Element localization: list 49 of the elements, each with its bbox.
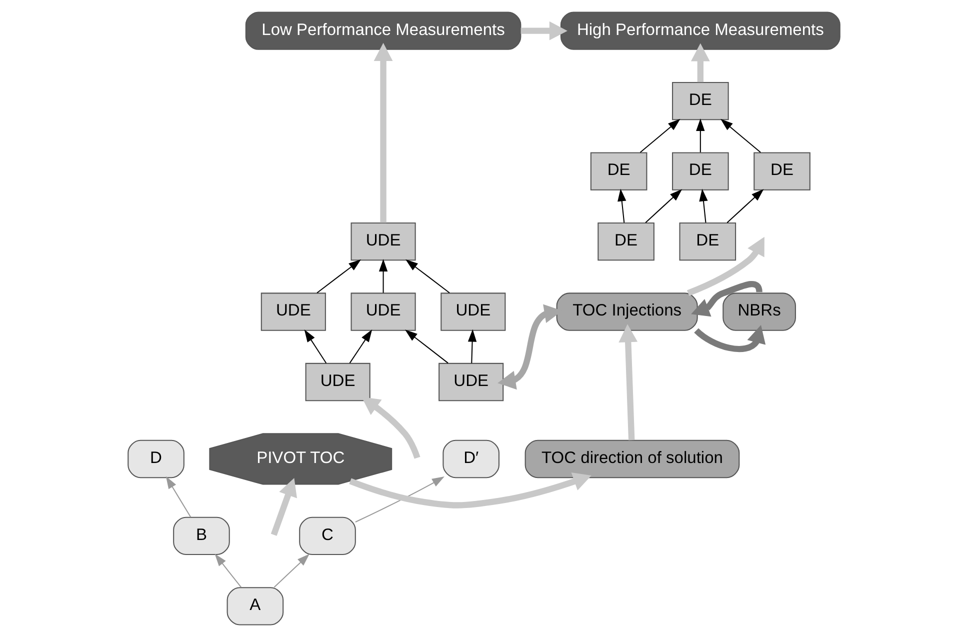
node-box: UDE — [350, 222, 416, 261]
node-box: TOC Injections — [556, 292, 698, 331]
arrow — [214, 554, 241, 588]
arrow — [467, 329, 476, 364]
arrow — [726, 189, 764, 223]
arrow — [361, 396, 420, 459]
arrow — [316, 259, 361, 294]
node-box: UDE — [260, 292, 326, 331]
arrow — [348, 330, 372, 364]
node-box: D′ — [442, 440, 499, 478]
arrow — [348, 472, 591, 508]
arrow — [165, 476, 191, 518]
arrow — [404, 330, 448, 364]
node-box: C — [298, 516, 356, 556]
arrow — [644, 189, 682, 223]
node-box: Low Performance Measurements — [244, 12, 521, 50]
arrow — [617, 188, 626, 223]
arrow — [270, 478, 296, 536]
node-box: TOC direction of solution — [524, 440, 740, 478]
arrow — [696, 118, 704, 152]
arrow — [698, 188, 708, 223]
node-box: A — [226, 587, 284, 626]
node-box: UDE — [440, 292, 506, 331]
node-box: DE — [678, 222, 736, 261]
node-box: D — [127, 440, 184, 478]
arrow — [378, 259, 388, 293]
arrow — [694, 324, 766, 352]
node-box: UDE — [438, 362, 504, 402]
node-box: High Performance Measurements — [560, 12, 840, 50]
node-box: UDE — [350, 292, 416, 331]
arrow — [639, 118, 680, 153]
arrow — [373, 42, 392, 223]
arrow — [618, 324, 638, 440]
arrow — [273, 554, 310, 588]
node-box: DE — [753, 152, 810, 190]
node-box: DE — [672, 152, 728, 190]
node-box: DE — [597, 222, 654, 261]
node-box: NBRs — [722, 292, 796, 331]
arrow — [690, 43, 710, 82]
node-box: UDE — [304, 362, 370, 402]
arrow — [304, 330, 326, 364]
arrow — [686, 236, 764, 296]
node-box: B — [172, 516, 230, 556]
arrow — [720, 118, 760, 153]
arrow — [354, 476, 444, 522]
node-box: DE — [672, 82, 728, 120]
node-box: DE — [590, 152, 647, 190]
arrow — [520, 21, 567, 40]
arrow — [405, 259, 450, 294]
